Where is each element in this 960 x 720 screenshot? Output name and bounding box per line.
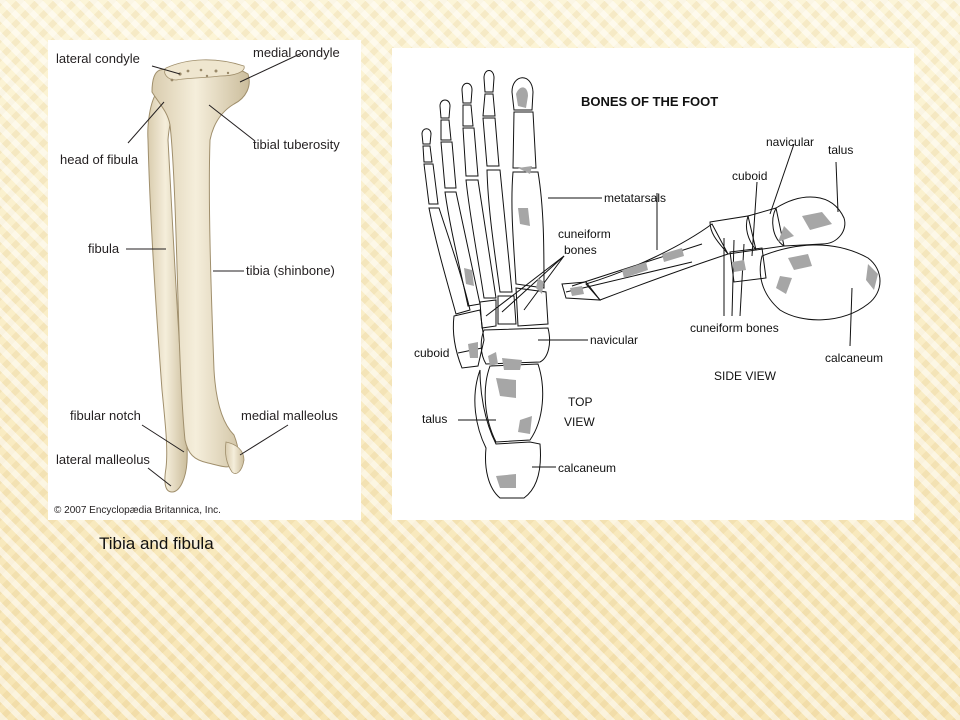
- top-toe2-distal: [483, 70, 495, 93]
- label-fibula: fibula: [88, 241, 120, 256]
- top-toe1-distal: [511, 77, 534, 111]
- label-cuboid-side: cuboid: [732, 169, 767, 183]
- foot-bones-svg: BONES OF THE FOOT metatarsals cuneiform …: [414, 70, 883, 499]
- lateral-malleolus-leader: [147, 467, 172, 487]
- side-navicular: [745, 207, 785, 251]
- leader-navicular-side: [769, 143, 795, 215]
- fibula-bone: [147, 87, 188, 493]
- tibial-plateau-pits: [170, 68, 230, 82]
- side-phalanges: [561, 281, 602, 301]
- leader-cuneiform-side-2: [731, 239, 735, 317]
- top-metatarsal-3: [465, 179, 497, 299]
- top-toe3-middle: [462, 104, 474, 127]
- label-fibular-notch: fibular notch: [70, 408, 141, 423]
- label-cuneiform-line2: bones: [564, 243, 597, 257]
- top-metatarsal-2: [486, 169, 513, 293]
- leader-cuneiform-1: [523, 255, 565, 311]
- medial-malleolus-leader: [239, 424, 289, 456]
- medial-condyle-leader: [239, 52, 303, 83]
- label-calcaneum-top: calcaneum: [558, 461, 616, 475]
- label-cuneiform-line1: cuneiform: [558, 227, 611, 241]
- leader-cuboid-side: [751, 181, 758, 257]
- slide-caption: Tibia and fibula: [99, 534, 214, 553]
- top-talus: [484, 363, 544, 443]
- top-cuneiform-medial: [515, 287, 549, 327]
- label-tibial-tuberosity: tibial tuberosity: [253, 137, 340, 152]
- label-cuneiform-side: cuneiform bones: [690, 321, 779, 335]
- view-label-top-line1: TOP: [568, 395, 592, 409]
- top-toe5-middle: [422, 145, 433, 163]
- label-tibia: tibia (shinbone): [246, 263, 335, 278]
- top-toe1-proximal: [512, 111, 537, 169]
- foot-bones-diagram: BONES OF THE FOOT metatarsals cuneiform …: [392, 48, 914, 520]
- top-toe5-proximal: [423, 163, 439, 205]
- head-of-fibula-leader: [127, 101, 165, 144]
- lateral-condyle-leader: [151, 65, 181, 75]
- top-toe2-middle: [482, 93, 496, 117]
- tibia-fibula-illustration: lateral condyle medial condyle head of f…: [48, 40, 361, 520]
- top-navicular: [480, 327, 551, 365]
- top-toe4-proximal: [440, 141, 457, 189]
- medial-malleolus-bone: [225, 441, 245, 474]
- label-lateral-condyle: lateral condyle: [56, 51, 140, 66]
- label-lateral-malleolus: lateral malleolus: [56, 452, 150, 467]
- top-metatarsal-1: [511, 171, 545, 289]
- label-medial-condyle: medial condyle: [253, 45, 340, 60]
- label-calcaneum-side: calcaneum: [825, 351, 883, 365]
- fibular-notch-leader: [141, 424, 185, 453]
- top-toe3-distal: [461, 82, 473, 104]
- tibial-plateau: [164, 59, 245, 81]
- side-talus: [772, 196, 846, 247]
- top-toe2-proximal: [482, 117, 500, 167]
- top-cuneiform-intermediate: [497, 295, 517, 325]
- top-toe3-proximal: [462, 127, 479, 177]
- top-calcaneum: [474, 369, 541, 499]
- top-metatarsal-5: [428, 207, 471, 315]
- label-cuboid-top: cuboid: [414, 346, 449, 360]
- foot-diagram-title: BONES OF THE FOOT: [581, 94, 718, 109]
- top-cuboid: [452, 309, 485, 369]
- label-talus-side: talus: [828, 143, 853, 157]
- view-label-top-line2: VIEW: [564, 415, 595, 429]
- joint-shading: [464, 87, 878, 488]
- label-head-of-fibula: head of fibula: [60, 152, 139, 167]
- leader-cuneiform-side-3: [739, 243, 745, 317]
- top-toe4-middle: [440, 119, 452, 141]
- leader-calcaneum-side: [849, 287, 853, 347]
- leader-cuneiform-3: [485, 255, 565, 317]
- label-navicular-side: navicular: [766, 135, 814, 149]
- view-label-side: SIDE VIEW: [714, 369, 777, 383]
- top-toe4-distal: [439, 99, 451, 119]
- label-navicular-top: navicular: [590, 333, 638, 347]
- copyright-notice: © 2007 Encyclopædia Britannica, Inc.: [54, 505, 221, 516]
- top-toe5-distal: [421, 128, 432, 145]
- tibial-tuberosity-leader: [208, 104, 256, 142]
- side-cuneiform: [709, 215, 757, 255]
- tibia-fibula-svg: lateral condyle medial condyle head of f…: [54, 45, 340, 516]
- side-calcaneum: [759, 244, 881, 321]
- label-medial-malleolus: medial malleolus: [241, 408, 338, 423]
- leader-cuneiform-2: [501, 255, 565, 313]
- top-metatarsal-4: [444, 191, 481, 307]
- label-talus-top: talus: [422, 412, 447, 426]
- label-metatarsals: metatarsals: [604, 191, 666, 205]
- leader-talus-side: [835, 161, 839, 213]
